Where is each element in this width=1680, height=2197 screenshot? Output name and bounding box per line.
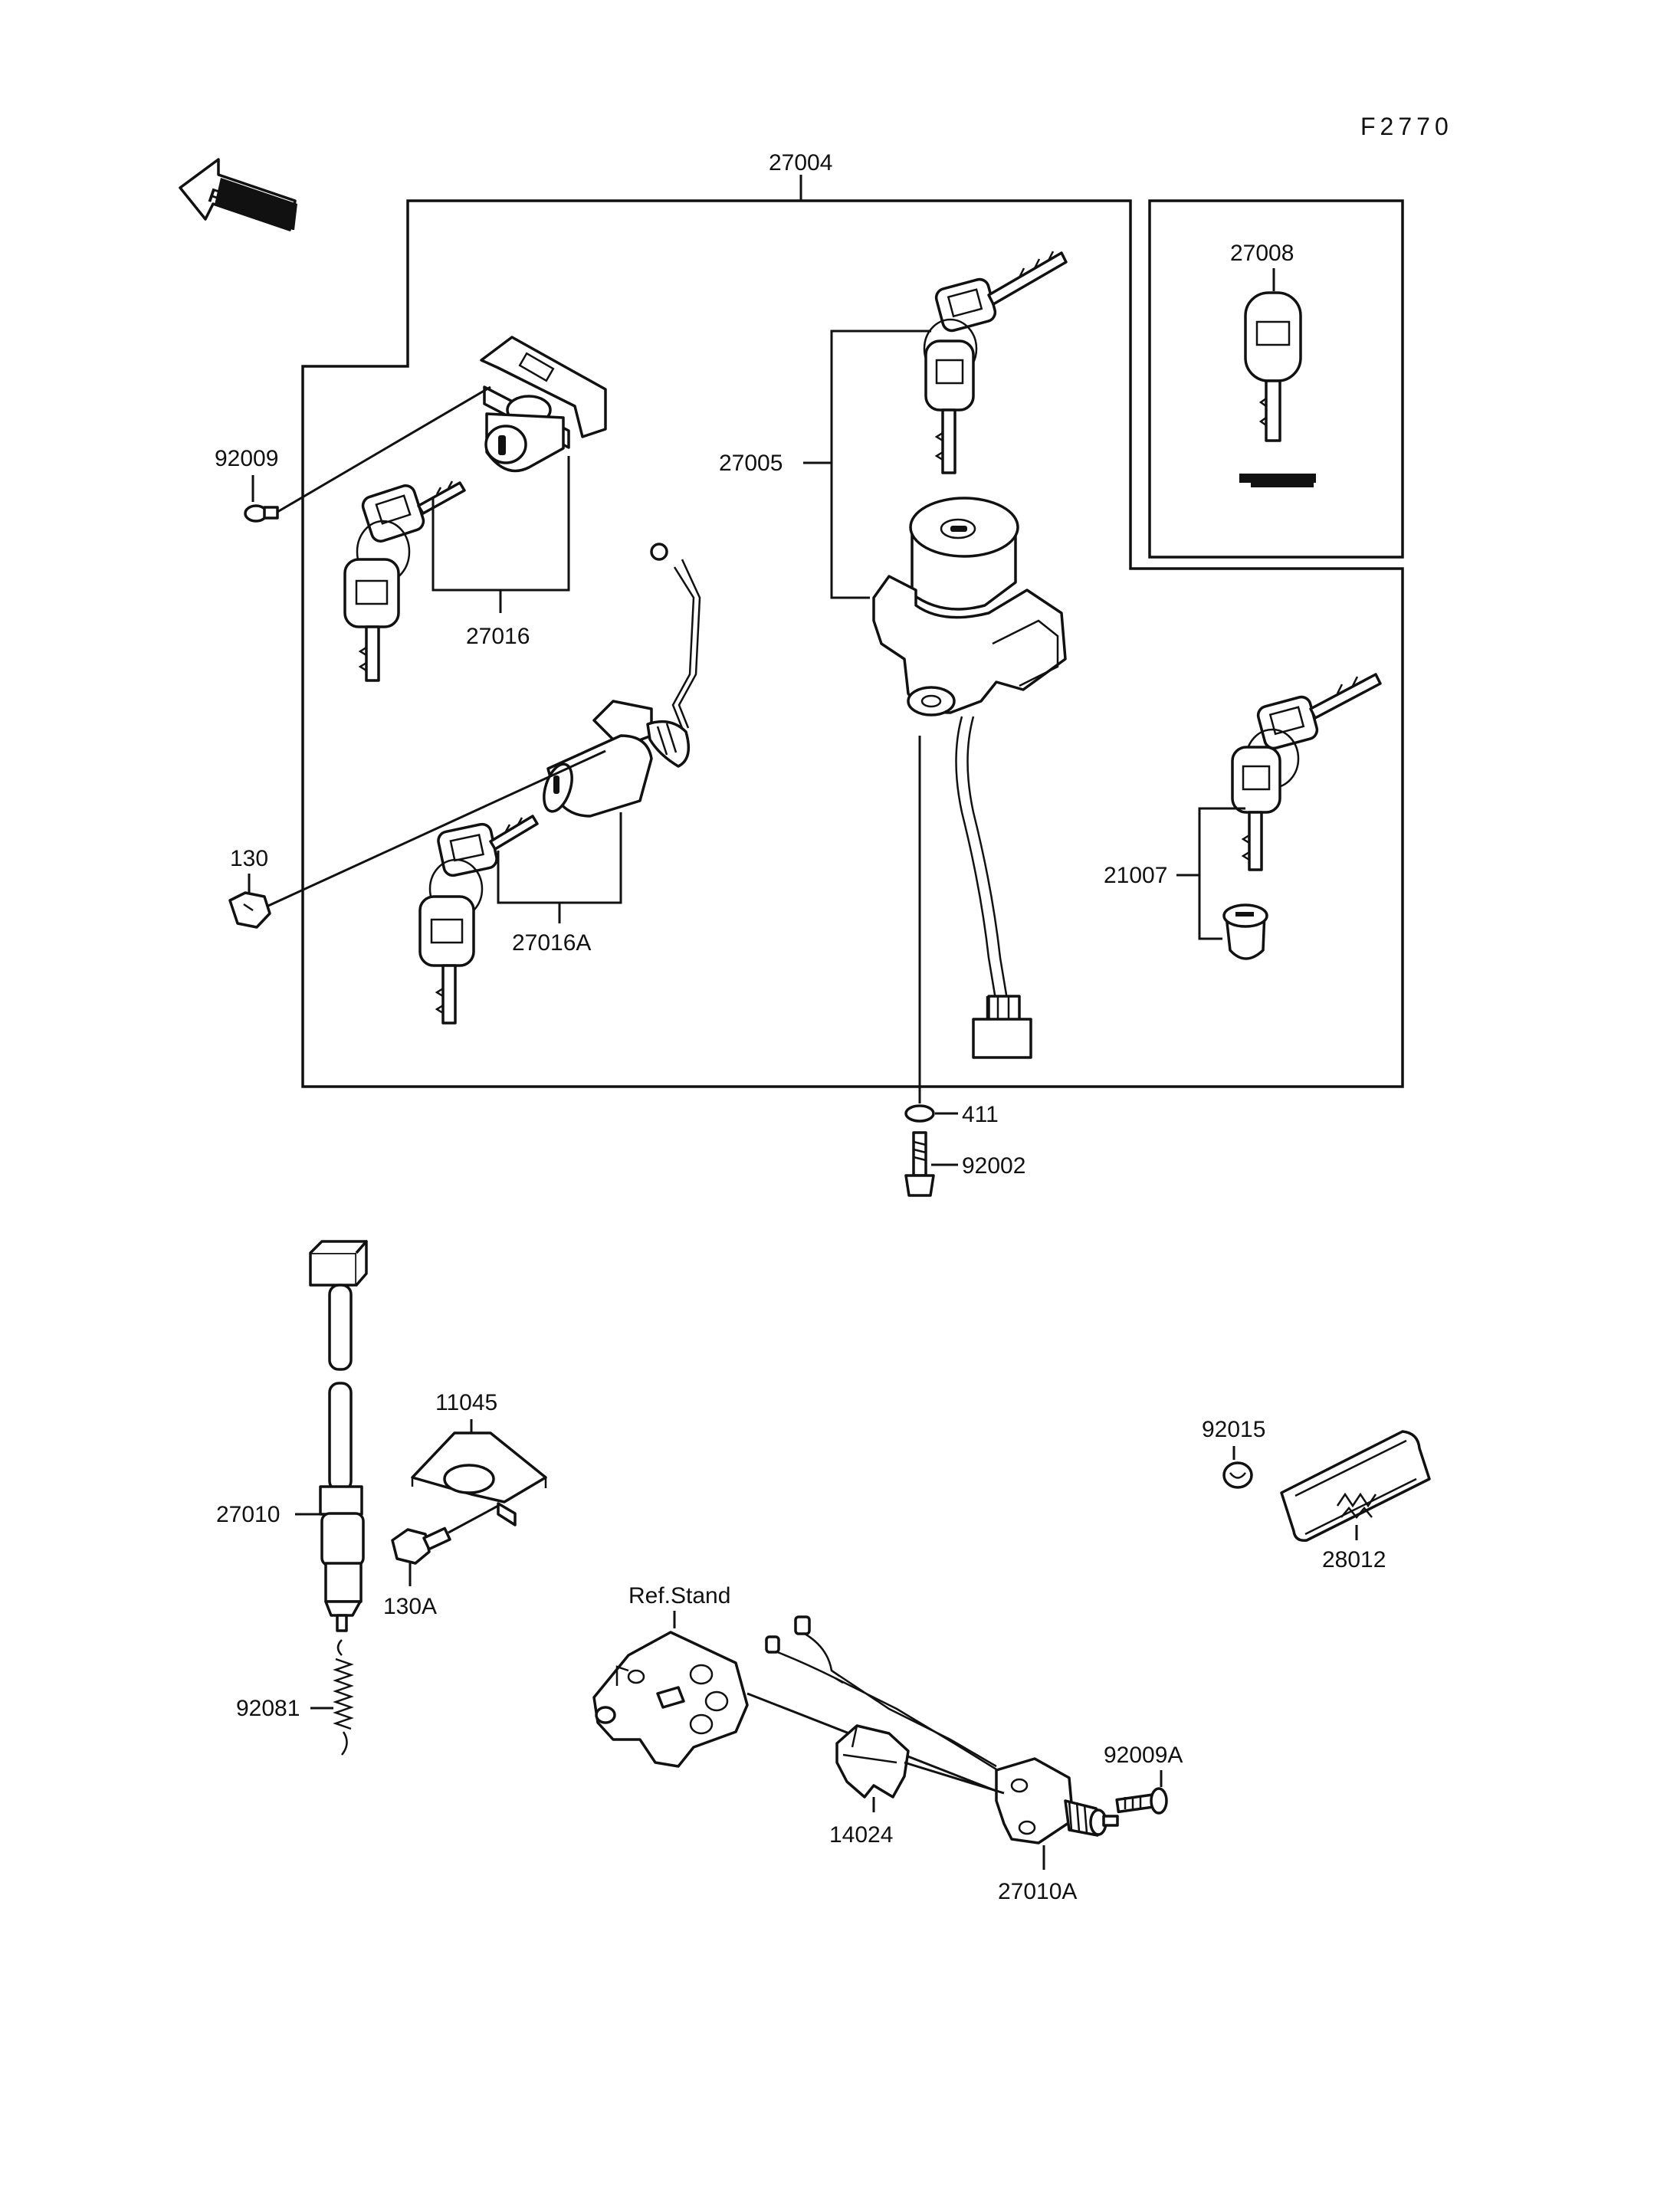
reflector-28012-icon — [1280, 1430, 1431, 1542]
callout-27005: 27005 — [719, 451, 783, 476]
front-arrow-icon: FRONT — [179, 158, 297, 231]
key-pair-21007-icon — [1231, 673, 1382, 871]
wire-harness-icon — [765, 1615, 1001, 1773]
switch-27010-icon — [309, 1240, 368, 1632]
callout-27008: 27008 — [1230, 241, 1294, 266]
key-pair-27016-icon — [343, 480, 466, 682]
key-tag-mark — [1239, 474, 1316, 483]
switch-27010A-icon — [995, 1757, 1119, 1844]
spring-92081-icon — [333, 1639, 354, 1756]
callout-27016: 27016 — [466, 624, 530, 649]
helmet-lock-27016A-icon — [543, 543, 701, 818]
callout-92081: 92081 — [236, 1696, 300, 1721]
key-27008-icon — [1244, 291, 1302, 442]
screw-92009-icon — [244, 504, 279, 523]
bolt-92002-icon — [904, 1131, 935, 1197]
callout-27010: 27010 — [216, 1502, 280, 1527]
callout-92002: 92002 — [962, 1153, 1025, 1179]
callout-21007: 21007 — [1104, 863, 1167, 888]
grommet-92015-icon — [1222, 1461, 1253, 1489]
callout-92009A: 92009A — [1104, 1743, 1183, 1768]
bolt-130A-icon — [391, 1526, 451, 1565]
callout-92015: 92015 — [1202, 1417, 1265, 1442]
callout-ref-stand: Ref.Stand — [628, 1583, 730, 1608]
ignition-keys-27005-icon — [923, 251, 1068, 474]
kit-27008-outline — [1148, 199, 1404, 559]
kit-27004-outline — [301, 199, 1404, 1088]
lock-cylinder-21007-icon — [1222, 903, 1268, 960]
bolt-130-icon — [228, 891, 271, 929]
callout-27010A: 27010A — [998, 1879, 1077, 1904]
seat-lock-27016-icon — [480, 336, 607, 473]
callout-92009: 92009 — [215, 446, 278, 471]
callout-27016A: 27016A — [512, 930, 591, 956]
callout-11045: 11045 — [435, 1390, 497, 1415]
stand-bracket-icon — [592, 1631, 749, 1768]
figure-code: F2770 — [1360, 113, 1453, 140]
callout-14024: 14024 — [829, 1822, 893, 1848]
callout-28012: 28012 — [1322, 1547, 1386, 1572]
cover-14024-icon — [835, 1724, 910, 1799]
callout-130: 130 — [230, 846, 268, 871]
callout-411: 411 — [962, 1102, 999, 1127]
callout-27004: 27004 — [769, 150, 832, 175]
callout-130A: 130A — [383, 1594, 437, 1619]
bracket-11045-icon — [411, 1431, 547, 1526]
screw-92009A-icon — [1115, 1787, 1168, 1815]
key-pair-27016A-icon — [418, 815, 539, 1025]
ignition-switch-27005-icon — [872, 497, 1067, 1059]
washer-411-icon — [904, 1104, 935, 1123]
